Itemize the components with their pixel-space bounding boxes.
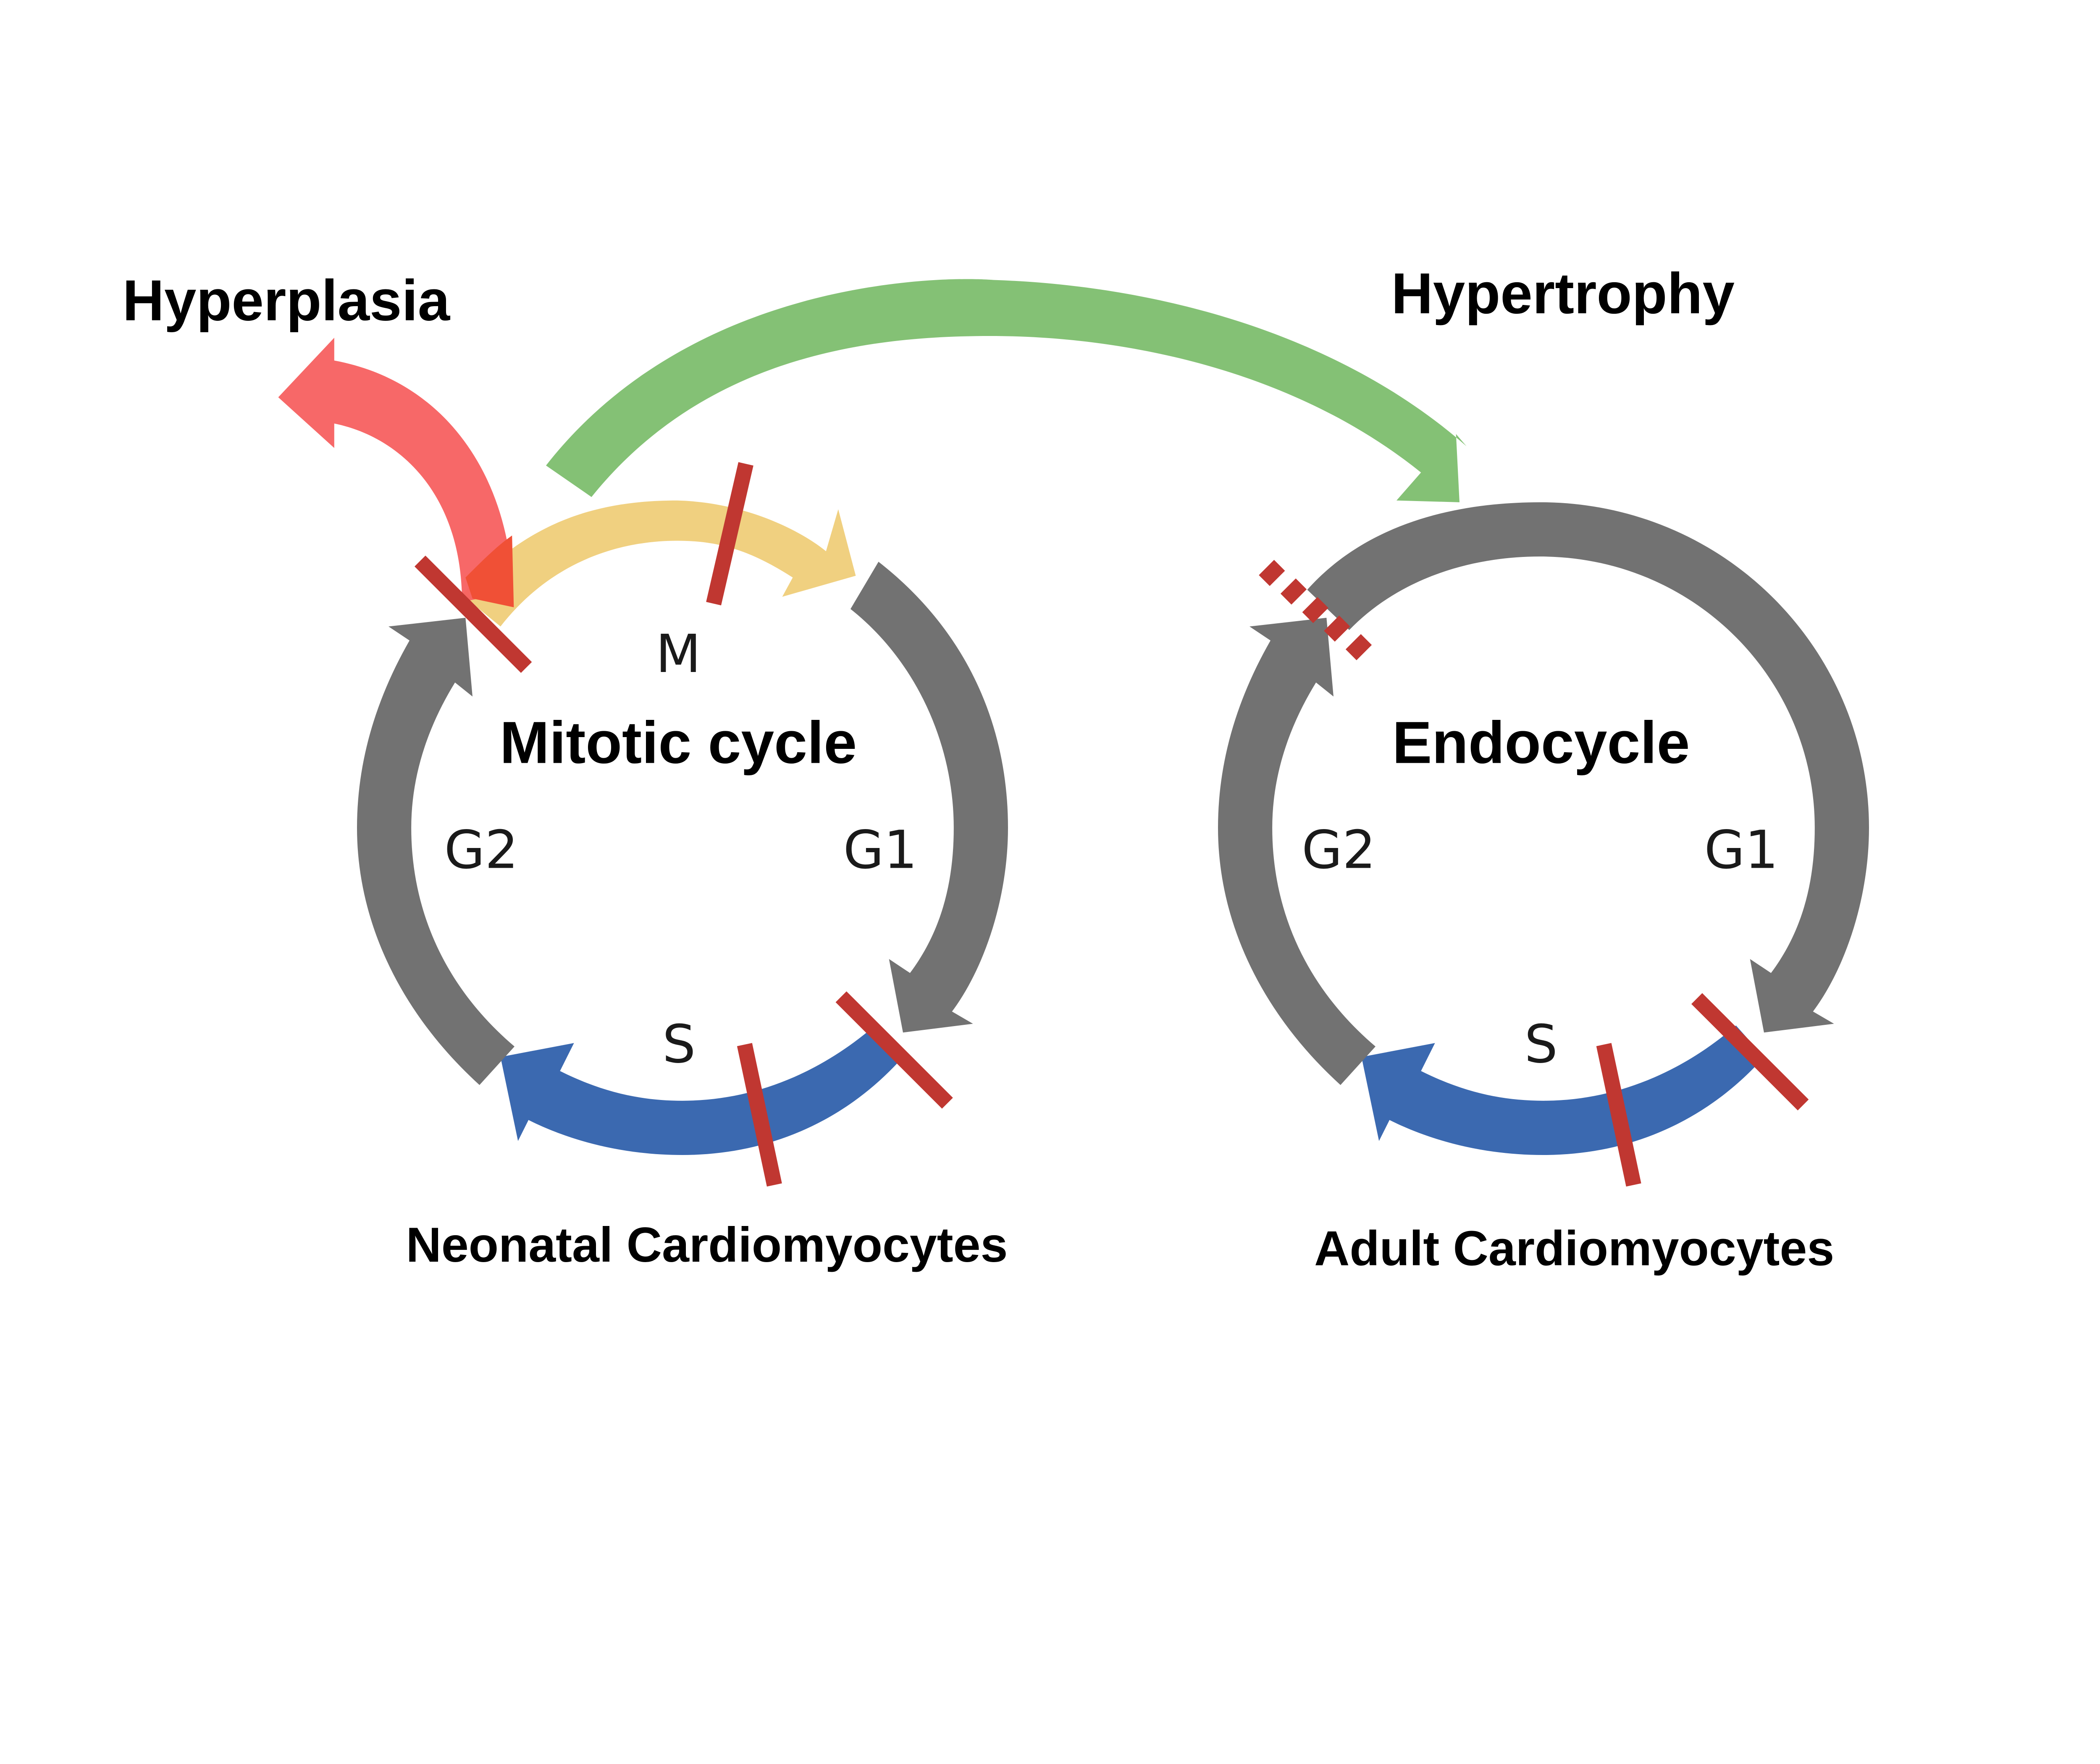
diagram-frame: M Mitotic cycle G2 G1 S Endocycle G2 G1 … — [123, 262, 1869, 1276]
mitotic-s-label: S — [662, 1014, 696, 1075]
mitotic-cycle: M Mitotic cycle G2 G1 S — [278, 338, 1008, 1187]
neonatal-cardiomyocytes-label: Neonatal Cardiomyocytes — [406, 1217, 1008, 1272]
s-phase-block-bar — [737, 1043, 782, 1187]
hyperplasia-block-bar — [415, 555, 532, 673]
adult-cardiomyocytes-label: Adult Cardiomyocytes — [1314, 1221, 1834, 1276]
endocycle-g2-arrow — [1218, 617, 1376, 1085]
endocycle: Endocycle G2 G1 S — [1218, 502, 1869, 1187]
g1-s-block-bar — [835, 991, 953, 1109]
endocycle-s-phase-arrow — [1361, 1025, 1764, 1155]
hyperplasia-arrow — [278, 338, 513, 602]
hypertrophy-label: Hypertrophy — [1391, 262, 1735, 326]
mitotic-g1-label: G1 — [843, 820, 917, 881]
g2-arrow — [357, 617, 514, 1085]
hypertrophy-arrow — [546, 279, 1467, 502]
cardiomyocyte-cycle-diagram: M Mitotic cycle G2 G1 S Endocycle G2 G1 … — [123, 262, 1869, 1276]
endocycle-g1-label: G1 — [1704, 820, 1778, 881]
hyperplasia-label: Hyperplasia — [123, 269, 451, 333]
dotted-block-dot — [1345, 634, 1372, 660]
endocycle-g1-s-block-bar — [1691, 993, 1809, 1110]
hypertrophy-arrow-body — [546, 279, 1467, 502]
dotted-block-dot — [1302, 597, 1328, 623]
hyperplasia-overlap — [465, 536, 514, 607]
endocycle-dotted-block — [1259, 560, 1372, 660]
dotted-block-dot — [1324, 615, 1350, 642]
endocycle-s-label: S — [1524, 1014, 1557, 1075]
m-phase-arrow — [462, 500, 856, 627]
dotted-block-dot — [1259, 560, 1285, 586]
endocycle-g2-label: G2 — [1302, 820, 1376, 881]
g1-arrow — [850, 562, 1008, 1033]
endocycle-title: Endocycle — [1392, 710, 1690, 776]
s-phase-arrow — [500, 1025, 903, 1155]
endocycle-g1-arrow — [1307, 502, 1869, 1033]
mitotic-m-label: M — [656, 624, 701, 685]
endocycle-s-phase-block-bar — [1596, 1043, 1641, 1187]
m-phase-block-bar — [706, 462, 753, 606]
mitotic-cycle-title: Mitotic cycle — [500, 710, 857, 776]
mitotic-g2-label: G2 — [444, 820, 518, 881]
dotted-block-dot — [1280, 578, 1307, 605]
